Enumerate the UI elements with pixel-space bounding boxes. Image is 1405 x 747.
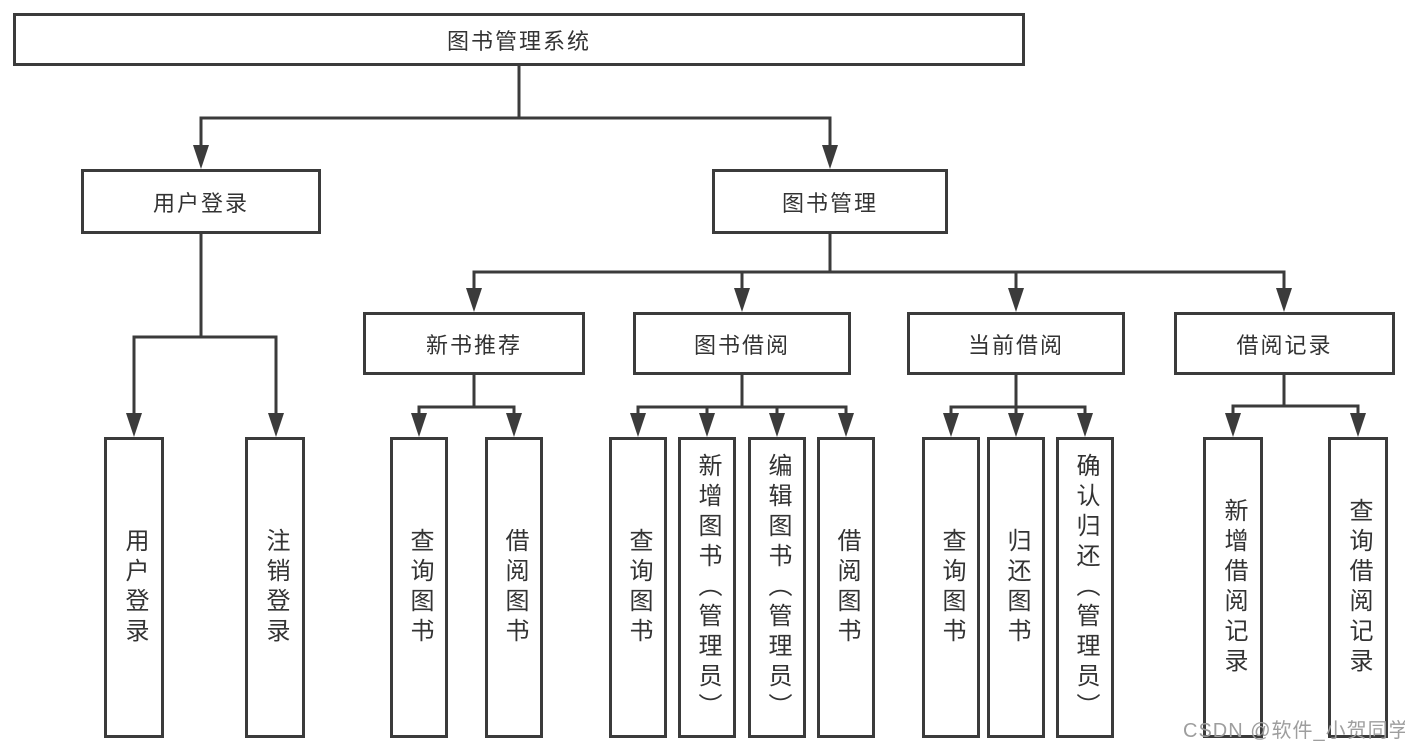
leaf-label: 注销登录	[262, 527, 289, 648]
leaf-label: 新增图书（管理员）	[694, 452, 721, 723]
leaf-add-books-admin: 新增图书（管理员）	[678, 437, 736, 738]
node-new-book-recommendation: 新书推荐	[363, 312, 585, 375]
leaf-label: 确认归还（管理员）	[1072, 452, 1099, 723]
leaf-label: 借阅图书	[501, 527, 528, 648]
node-label: 图书管理	[781, 190, 878, 216]
leaf-borrow-books-borrowing: 借阅图书	[817, 437, 875, 738]
node-label: 用户登录	[152, 190, 249, 216]
node-user-login: 用户登录	[81, 169, 321, 234]
leaf-label: 借阅图书	[833, 527, 860, 648]
leaf-query-borrow-record: 查询借阅记录	[1328, 437, 1388, 738]
leaf-query-books-borrowing: 查询图书	[609, 437, 667, 738]
node-label: 当前借阅	[967, 332, 1064, 358]
node-current-borrowing: 当前借阅	[907, 312, 1125, 375]
leaf-label: 新增借阅记录	[1220, 497, 1247, 678]
leaf-return-books: 归还图书	[987, 437, 1045, 738]
leaf-borrow-books-recommend: 借阅图书	[485, 437, 543, 738]
leaf-edit-books-admin: 编辑图书（管理员）	[748, 437, 806, 738]
leaf-label: 编辑图书（管理员）	[764, 452, 791, 723]
node-label: 图书管理系统	[446, 28, 591, 54]
leaf-query-books-current: 查询图书	[922, 437, 980, 738]
leaf-label: 用户登录	[121, 527, 148, 648]
leaf-label: 归还图书	[1003, 527, 1030, 648]
node-label: 新书推荐	[425, 332, 522, 358]
leaf-add-borrow-record: 新增借阅记录	[1203, 437, 1263, 738]
leaf-label: 查询图书	[625, 527, 652, 648]
node-book-management: 图书管理	[712, 169, 948, 234]
node-library-management-system: 图书管理系统	[13, 13, 1025, 66]
node-book-borrowing: 图书借阅	[633, 312, 851, 375]
leaf-label: 查询图书	[406, 527, 433, 648]
node-borrowing-records: 借阅记录	[1174, 312, 1395, 375]
leaf-label: 查询借阅记录	[1345, 497, 1372, 678]
leaf-query-books-recommend: 查询图书	[390, 437, 448, 738]
leaf-label: 查询图书	[938, 527, 965, 648]
leaf-logout-login: 注销登录	[245, 437, 305, 738]
leaf-user-login: 用户登录	[104, 437, 164, 738]
node-label: 图书借阅	[693, 332, 790, 358]
csdn-watermark: CSDN @软件_小贺同学	[1183, 720, 1405, 742]
leaf-confirm-return-admin: 确认归还（管理员）	[1056, 437, 1114, 738]
node-label: 借阅记录	[1236, 332, 1333, 358]
